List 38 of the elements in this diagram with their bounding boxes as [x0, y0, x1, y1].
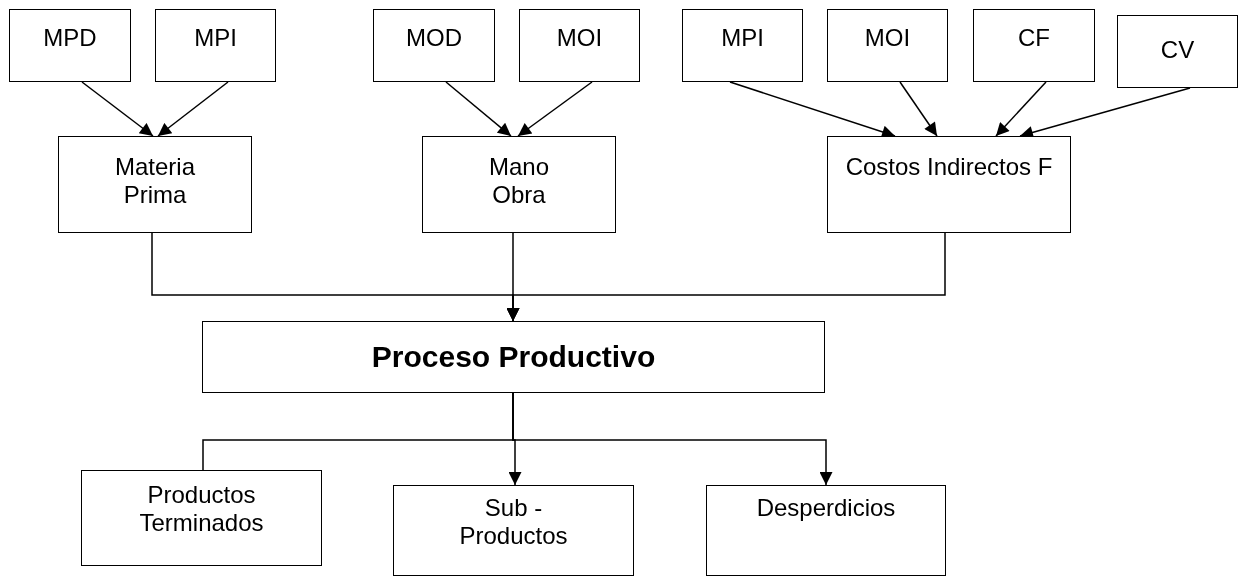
box-label: MOD [406, 24, 462, 52]
process-box [973, 9, 1095, 82]
process-box [827, 136, 1071, 233]
process-box [373, 9, 495, 82]
process-box [422, 136, 616, 233]
box-label: Mano Obra [487, 153, 550, 209]
box-label: MOI [864, 24, 911, 52]
process-box [81, 470, 322, 566]
arrow [445, 81, 512, 137]
process-box [706, 485, 946, 576]
arrow [995, 81, 1047, 137]
box-label: Proceso Productivo [371, 340, 656, 374]
arrow [81, 81, 154, 137]
arrow [157, 81, 229, 137]
arrow [512, 392, 833, 486]
process-box [827, 9, 948, 82]
arrow [506, 232, 946, 322]
process-box [393, 485, 634, 576]
process-box [1117, 15, 1238, 88]
box-label: Sub - Productos [458, 494, 569, 550]
process-box [202, 321, 825, 393]
box-label: MPI [721, 24, 764, 52]
box-label: MPD [43, 24, 97, 52]
box-label: MOI [556, 24, 603, 52]
process-box [519, 9, 640, 82]
box-label: CV [1160, 36, 1195, 64]
box-label: Costos Indirectos F [844, 153, 1054, 181]
process-box [9, 9, 131, 82]
process-box [155, 9, 276, 82]
box-label: Productos Terminados [138, 481, 265, 537]
box-label: MPI [194, 24, 237, 52]
box-label: Materia Prima [114, 153, 196, 209]
arrow [899, 81, 938, 137]
box-label: Desperdicios [756, 494, 896, 522]
process-box [682, 9, 803, 82]
process-box [58, 136, 252, 233]
arrow [517, 81, 593, 137]
box-label: CF [1018, 24, 1050, 52]
